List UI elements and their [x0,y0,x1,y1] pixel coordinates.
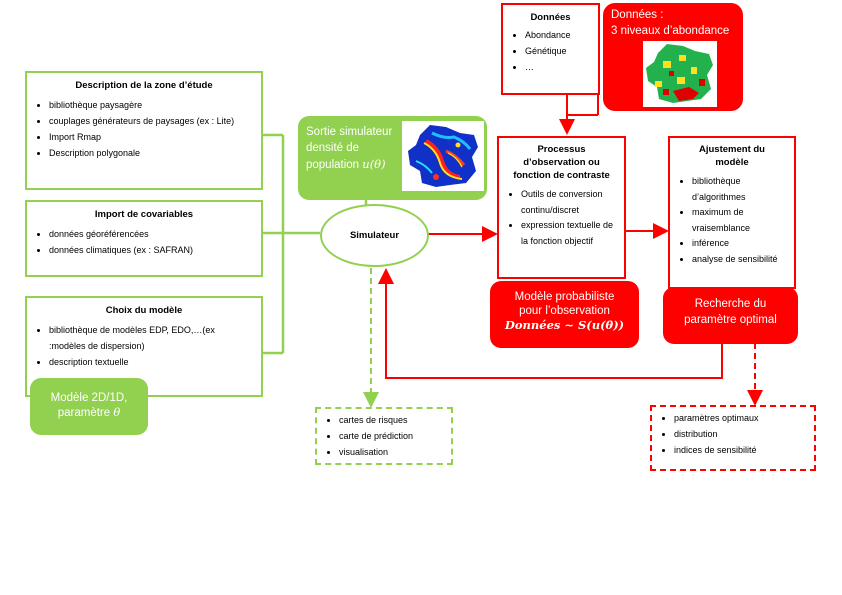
params-list: paramètres optimaux distribution indices… [652,410,814,458]
arrow-donnees-processus [559,95,599,135]
donnees-niveaux-line1: Données : [611,9,664,21]
zone-box: Description de la zone d’étude bibliothè… [25,71,263,190]
processus-list: Outils de conversion continu/discret exp… [499,187,624,249]
sortie-simulateur: Sortie simulateur densité de population … [298,116,487,200]
donnees-box: Données Abondance Génétique … [501,3,600,95]
sortie-line3: population [306,159,360,171]
probabiliste-line1: Modèle probabiliste [514,291,615,303]
list-item: inférence [692,236,784,252]
list-item: couplages générateurs de paysages (ex : … [49,113,261,129]
list-item: bibliothèque paysagère [49,97,261,113]
u-theta-symbol: u(θ) [362,157,386,171]
recherche-line2: paramètre optimal [684,314,777,326]
choix-list: bibliothèque de modèles EDP, EDO,…(ex :m… [27,322,261,370]
covariables-list: données géoréférencées données climatiqu… [27,226,261,258]
ajustement-list: bibliothèque d’algorithmes maximum de vr… [670,174,794,267]
list-item: paramètres optimaux [674,410,814,426]
params-output-box: paramètres optimaux distribution indices… [650,405,816,471]
donnees-niveaux: Données : 3 niveaux d’abondance [603,3,743,111]
covariables-title: Import de covariables [94,209,194,220]
modele-2d-badge: Modèle 2D/1D, paramètre θ [30,378,148,435]
input-bracket [262,133,320,355]
list-item: Import Rmap [49,129,261,145]
zone-list: bibliothèque paysagère couplages générat… [27,97,261,161]
modele-probabiliste: Modèle probabiliste pour l’observation D… [490,281,639,348]
list-item: Abondance [525,27,598,43]
arrow-feedback [378,268,723,379]
list-item: indices de sensibilité [674,442,814,458]
list-item: expression textuelle de la fonction obje… [521,218,618,249]
list-item: maximum de vraisemblance [692,205,784,236]
list-item: Description polygonale [49,145,261,161]
donnees-title: Données [530,12,571,23]
modele-2d-line2: paramètre [57,407,111,419]
theta-symbol: θ [113,405,121,419]
list-item: Génétique [525,43,598,59]
recherche-parametre: Recherche du paramètre optimal [663,287,798,344]
list-item: distribution [674,426,814,442]
ajustement-box: Ajustement du modèle bibliothèque d’algo… [668,136,796,289]
choix-title: Choix du modèle [105,305,183,316]
list-item: … [525,59,598,75]
modele-2d-line1: Modèle 2D/1D, [50,392,128,404]
donnees-list: Abondance Génétique … [503,27,598,75]
donnees-niveaux-line2: 3 niveaux d’abondance [611,25,730,37]
zone-title: Description de la zone d’étude [75,80,213,91]
list-item: description textuelle [49,354,253,370]
processus-title: Processus d’observation ou fonction de c… [513,144,610,181]
list-item: analyse de sensibilité [692,252,784,268]
list-item: données géoréférencées [49,226,261,242]
probabiliste-line2: pour l’observation [519,305,610,317]
abundance-map-image [643,41,717,107]
list-item: bibliothèque d’algorithmes [692,174,784,205]
recherche-line1: Recherche du [694,298,767,310]
list-item: Outils de conversion continu/discret [521,187,618,218]
sortie-line2: densité de [306,142,360,154]
cartes-list: cartes de risques carte de prédiction vi… [317,412,451,460]
list-item: bibliothèque de modèles EDP, EDO,…(ex :m… [49,322,253,354]
simulateur-label: Simulateur [349,230,400,241]
sortie-line1: Sortie simulateur [306,126,393,138]
list-item: carte de prédiction [339,428,451,444]
covariables-box: Import de covariables données géoréféren… [25,200,263,277]
list-item: visualisation [339,444,451,460]
cartes-output-box: cartes de risques carte de prédiction vi… [315,407,453,465]
simulateur-node: Simulateur [320,204,429,267]
processus-box: Processus d’observation ou fonction de c… [497,136,626,279]
list-item: cartes de risques [339,412,451,428]
density-map-image [402,121,484,191]
list-item: données climatiques (ex : SAFRAN) [49,242,261,258]
probabiliste-formula: Données ~ S(u(θ)) [504,318,625,332]
ajustement-title: Ajustement du modèle [699,144,765,168]
